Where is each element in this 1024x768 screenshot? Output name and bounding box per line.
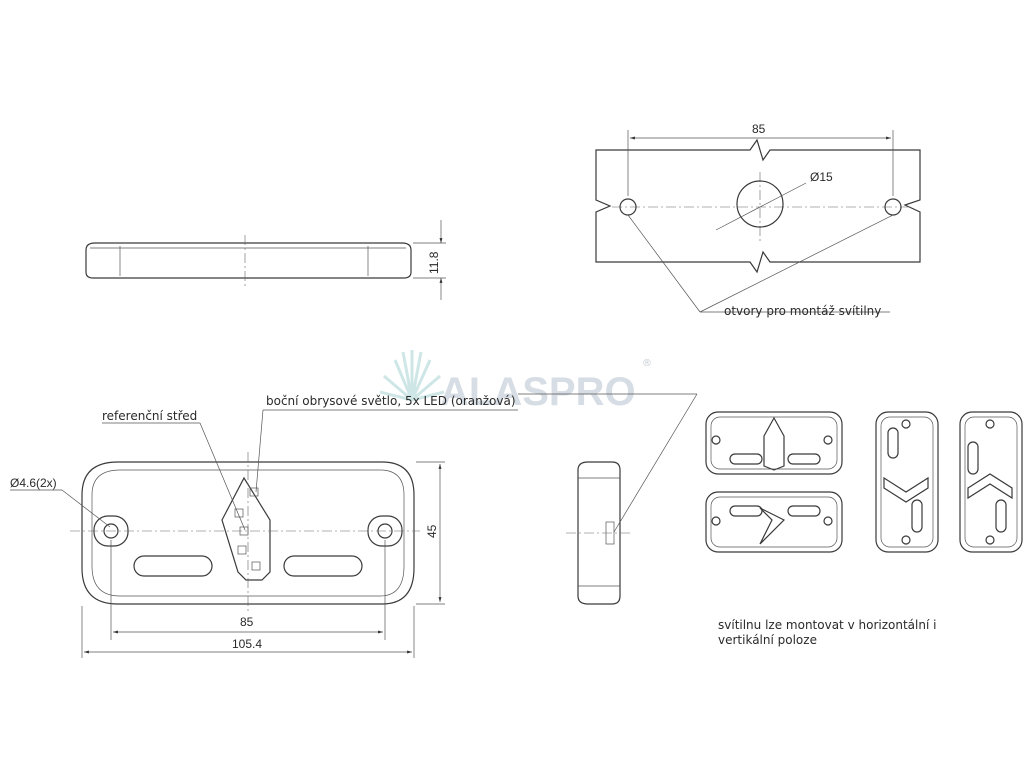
label-reference-center: referenční střed	[102, 409, 197, 423]
label-orientation-line2: vertikální poloze	[718, 633, 817, 647]
dim-mount-hole: Ø4.6(2x)	[10, 476, 57, 490]
variant-horizontal-right	[705, 491, 843, 553]
label-orientation-line1: svítilnu lze montovat v horizontální i	[718, 618, 936, 632]
dim-spacing: 85	[240, 615, 254, 629]
registered-mark: ®	[642, 358, 652, 369]
alaspro-logo: ALASPRO ®	[379, 350, 652, 414]
variant-vertical-down	[875, 411, 939, 553]
dim-width: 45	[425, 524, 439, 538]
side-profile	[518, 393, 698, 605]
variant-horizontal-up	[705, 411, 843, 475]
side-view: 11.8	[85, 220, 446, 300]
orientation-variants: svítilnu lze montovat v horizontální i v…	[705, 411, 1023, 647]
dim-height: 11.8	[427, 251, 441, 274]
mount-hole-front-left	[103, 523, 119, 539]
dim-length: 105.4	[232, 637, 262, 651]
dim-hole-diameter: Ø15	[810, 170, 833, 184]
logo-text: ALASPRO	[440, 370, 636, 414]
dim-mount-spacing: 85	[752, 122, 766, 136]
mounting-template: 85 Ø15 otvory pro montáž svítilny	[595, 122, 921, 318]
label-side-light: boční obrysové světlo, 5x LED (oranžová)	[266, 394, 516, 408]
logo-leaf-icon	[379, 350, 445, 402]
cable-hole	[736, 180, 784, 228]
variant-vertical-up	[959, 411, 1023, 553]
front-view: referenční střed boční obrysové světlo, …	[10, 394, 518, 658]
label-mount-holes: otvory pro montáž svítilny	[724, 304, 881, 318]
